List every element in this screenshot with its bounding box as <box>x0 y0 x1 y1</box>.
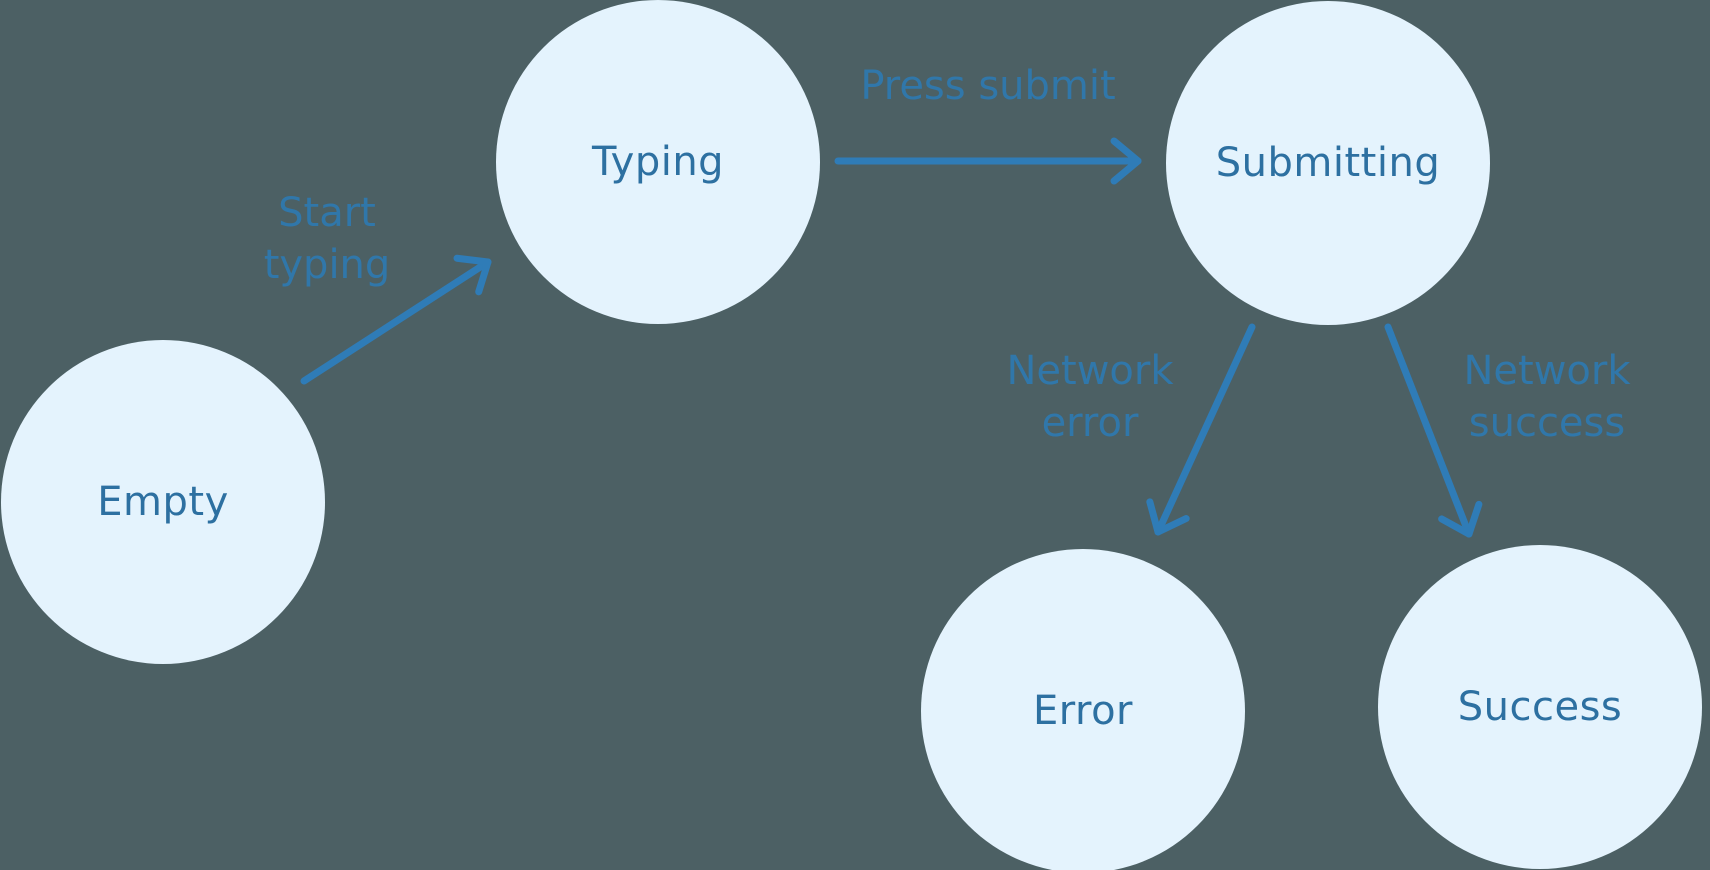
edge-label-line: typing <box>263 242 391 288</box>
edge-label-line: error <box>1041 400 1139 446</box>
edge-arrow-empty-to-typing <box>300 254 492 385</box>
state-node-typing: Typing <box>496 0 820 324</box>
state-node-success: Success <box>1378 545 1702 869</box>
state-label-success: Success <box>1457 684 1623 730</box>
state-node-submitting: Submitting <box>1166 1 1490 325</box>
state-label-empty: Empty <box>97 479 229 525</box>
state-label-submitting: Submitting <box>1215 140 1441 186</box>
edge-label-press-submit: Press submit <box>860 60 1115 112</box>
edge-label-network-error: Network error <box>1006 345 1173 449</box>
edge-arrow-submitting-to-error <box>1146 323 1256 536</box>
edge-label-line: Start <box>278 190 376 236</box>
edge-label-line: success <box>1468 400 1626 446</box>
state-node-empty: Empty <box>1 340 325 664</box>
edge-label-line: Network <box>1463 348 1631 394</box>
state-label-error: Error <box>1033 688 1133 734</box>
edge-label-line: Network <box>1006 348 1174 394</box>
edge-arrow-submitting-to-success <box>1384 323 1483 538</box>
edge-label-network-success: Network success <box>1463 345 1630 449</box>
edge-label-line: Press submit <box>860 63 1116 109</box>
edge-label-start-typing: Start typing <box>264 187 391 291</box>
state-label-typing: Typing <box>591 139 725 185</box>
state-node-error: Error <box>921 549 1245 870</box>
